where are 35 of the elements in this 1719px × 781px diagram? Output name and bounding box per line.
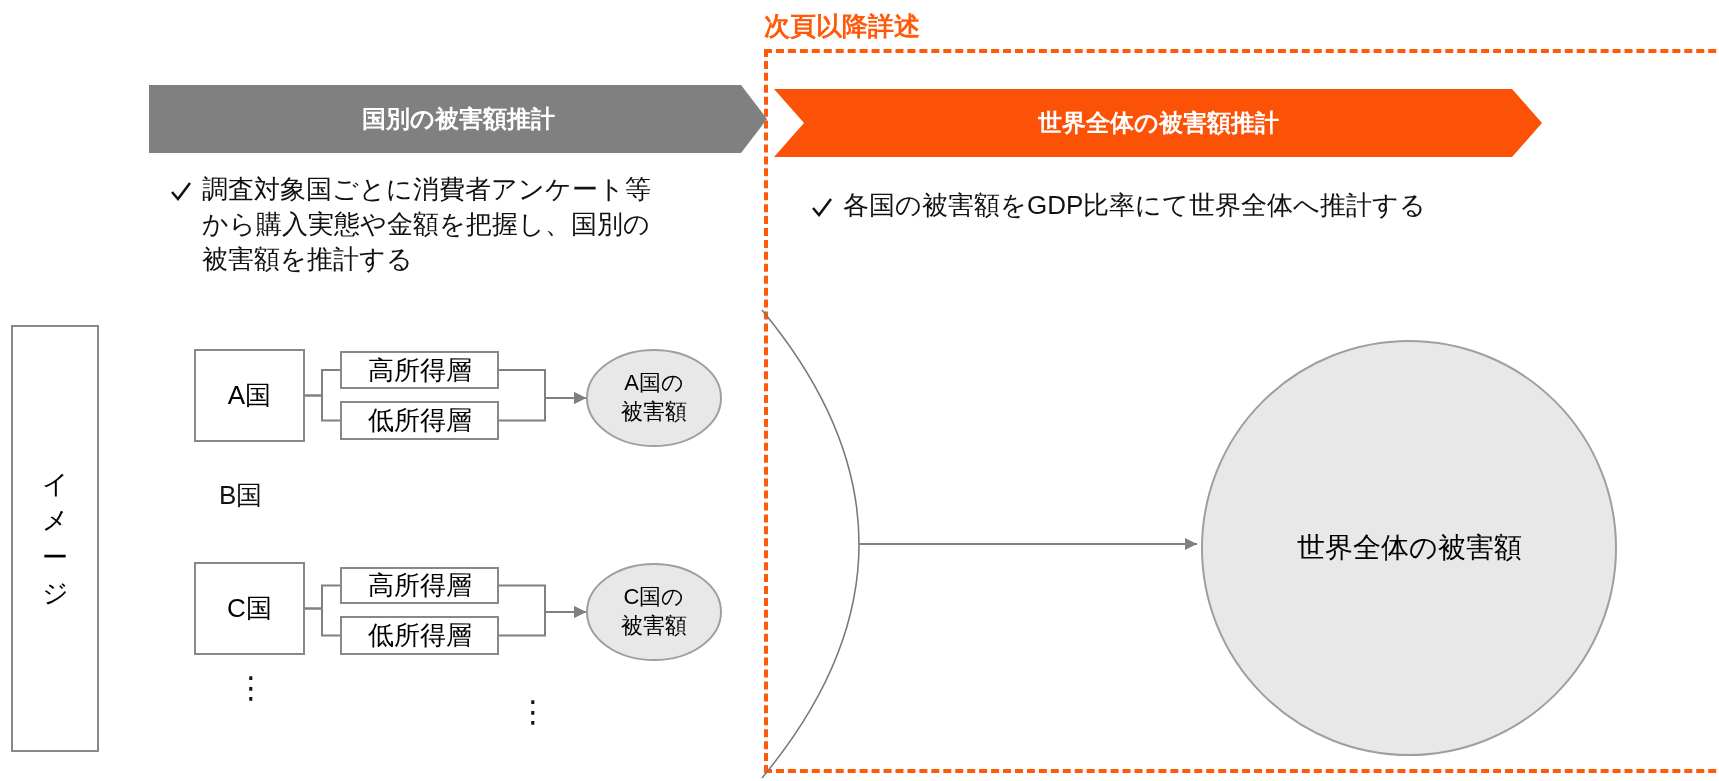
node-text: 低所得層 xyxy=(367,404,472,437)
label-box xyxy=(340,401,499,440)
label-box xyxy=(340,567,499,604)
connector-line xyxy=(304,607,341,637)
text-label: B国 xyxy=(219,479,263,512)
chevron-banner xyxy=(774,89,1542,157)
node-text: 世界全体の被害額 xyxy=(1296,531,1522,565)
node-text: A国の被害額 xyxy=(620,369,688,426)
label-box xyxy=(340,616,499,655)
node-text: 次頁以降詳述 xyxy=(764,10,920,43)
node-text: C国の被害額 xyxy=(620,583,688,640)
label-box xyxy=(194,562,305,655)
node-text: 低所得層 xyxy=(367,619,472,652)
ellipsis-text: ⋮ xyxy=(518,694,548,730)
note-text: 調査対象国ごとに消費者アンケート等から購入実態や金額を把握し、国別の被害額を推計する xyxy=(202,173,652,277)
label-box xyxy=(194,349,305,442)
node-text: 国別の被害額推計 xyxy=(361,104,555,134)
chevron-banner xyxy=(149,85,767,153)
node-text: C国 xyxy=(227,592,272,625)
node-text: 高所得層 xyxy=(367,353,472,387)
arrow xyxy=(858,538,1198,550)
label-box xyxy=(11,325,99,752)
node-text: 世界全体の被害額推計 xyxy=(1037,108,1279,138)
result-circle xyxy=(1201,340,1617,756)
note-text: 各国の被害額をGDP比率にて世界全体へ推計する xyxy=(843,189,1428,222)
ellipsis-text: ⋮ xyxy=(236,670,266,706)
result-ellipse xyxy=(586,349,722,447)
arrow xyxy=(498,392,587,422)
arrow xyxy=(498,606,587,637)
connector-line xyxy=(304,394,341,422)
node-text: イメージ xyxy=(42,467,68,610)
label-box xyxy=(340,351,499,389)
node-text: A国 xyxy=(227,379,272,412)
result-ellipse xyxy=(586,563,722,661)
node-text: 高所得層 xyxy=(367,569,472,602)
